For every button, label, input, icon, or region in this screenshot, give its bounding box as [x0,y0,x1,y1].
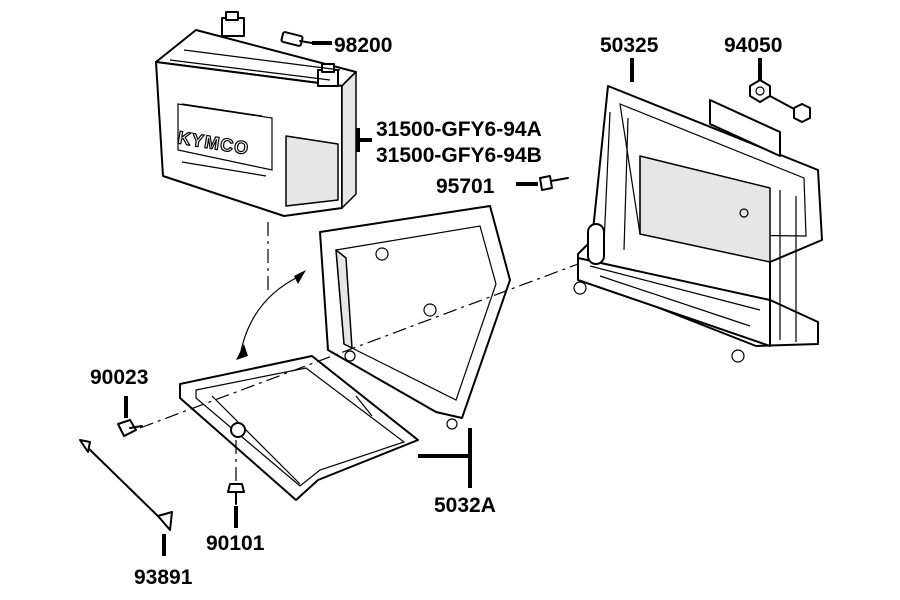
bolt-95701-part-number: 95701 [436,175,495,198]
bolt-90023-part-number: 90023 [90,366,148,389]
battery-part-number: 31500-GFY6-94A [376,118,542,141]
rotation-arrow-tail [294,270,306,284]
flange-nut-part-number: 94050 [724,34,782,57]
rotation-arrow-head [236,344,248,360]
battery-case[interactable] [573,85,823,363]
rotation-arrow [239,275,301,357]
screw-90101-part-number: 90101 [206,532,265,555]
battery-case-part-number: 50325 [600,34,659,57]
battery-cover-lid[interactable] [319,205,511,430]
bolt-95701[interactable] [539,175,569,191]
flange-nut[interactable] [749,79,811,123]
battery[interactable]: KYMCO [155,11,357,217]
bolt-90023[interactable] [117,419,143,437]
band[interactable] [79,439,173,531]
band-part-number: 93891 [134,566,193,589]
screw-90101[interactable] [227,483,245,505]
cover-set-part-number: 5032A [434,494,496,517]
fuse[interactable] [280,31,313,47]
battery-part-number-alt: 31500-GFY6-94B [376,144,542,167]
battery-cover-tray[interactable] [179,355,419,501]
assembly-axis-line [139,263,579,429]
fuse-part-number: 98200 [334,34,392,57]
